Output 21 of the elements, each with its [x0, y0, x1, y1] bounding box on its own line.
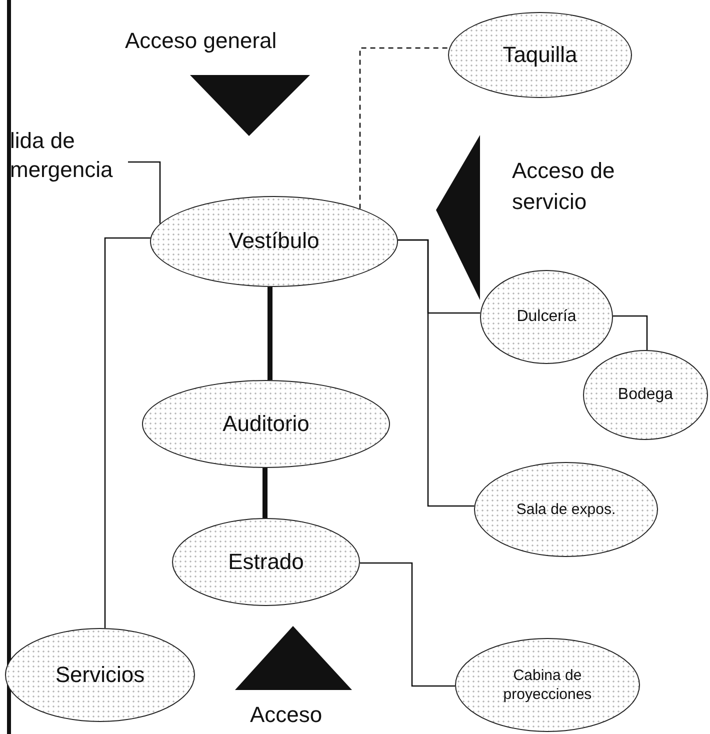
- connector-line: [128, 161, 161, 224]
- node-label: Servicios: [55, 660, 145, 689]
- exit-label: lida de mergencia: [10, 127, 114, 184]
- node-label: Taquilla: [502, 40, 578, 69]
- node-label: Bodega: [618, 384, 674, 405]
- connector-line: [268, 287, 272, 380]
- connector-line: [398, 239, 474, 507]
- node-label: Sala de expos.: [516, 500, 616, 520]
- connector-line: [613, 315, 648, 350]
- connector-line: [360, 562, 455, 687]
- node-label: Auditorio: [222, 410, 310, 438]
- access-label: Acceso general: [125, 27, 278, 55]
- access-label: Acceso: [250, 701, 324, 729]
- connector-line: [104, 237, 150, 628]
- node-label: Dulcería: [516, 306, 576, 327]
- access-label: Acceso de servicio: [512, 157, 616, 216]
- node-label: Cabina de proyecciones: [502, 666, 593, 704]
- node-label: Vestíbulo: [228, 227, 320, 256]
- connector-line: [262, 468, 268, 518]
- node-label: Estrado: [228, 548, 304, 576]
- connector-line: [359, 47, 450, 209]
